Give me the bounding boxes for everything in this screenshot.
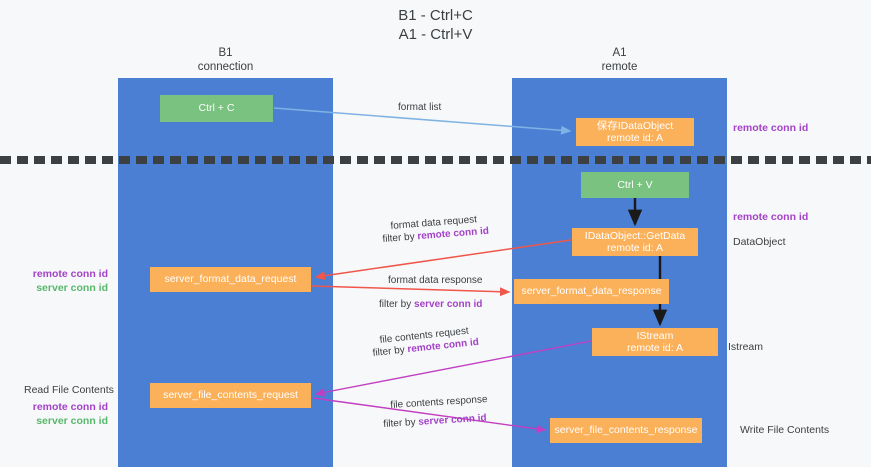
connector-file-contents-response: [312, 397, 547, 434]
box-server-file-contents-response-label: server_file_contents_response: [554, 424, 698, 437]
box-istream[interactable]: IStream remote id: A: [592, 328, 718, 356]
box-ctrl-c-label: Ctrl + C: [198, 102, 235, 115]
diagram-title-line-2: A1 - Ctrl+V: [398, 26, 473, 43]
right-label-remote-conn-id-top: remote conn id: [733, 122, 809, 134]
label-format-data-response: format data response: [388, 275, 483, 286]
left-label-conn-id-pair-1: remote conn id server conn id: [22, 268, 108, 295]
box-server-file-contents-response[interactable]: server_file_contents_response: [550, 418, 702, 443]
box-istream-line2: remote id: A: [626, 342, 684, 354]
box-server-file-contents-request-label: server_file_contents_request: [163, 389, 298, 402]
right-label-istream: Istream: [728, 341, 764, 353]
left-label-server-conn-id-2: server conn id: [36, 414, 108, 427]
box-save-idataobject-line2: remote id: A: [606, 132, 663, 144]
box-ctrl-c[interactable]: Ctrl + C: [160, 95, 273, 122]
label-format-data-response-filter-prefix: filter by: [379, 299, 415, 310]
right-label-write-file-contents: Write File Contents: [740, 424, 830, 436]
diagram-title: B1 - Ctrl+C A1 - Ctrl+V: [0, 6, 871, 44]
connector-format-data-request: [314, 239, 572, 281]
label-file-contents-request-filter-prefix: filter by: [372, 344, 409, 359]
box-idataobject-getdata-line2: remote id: A: [606, 242, 663, 254]
phase-divider: [0, 156, 871, 164]
connector-format-data-response: [311, 285, 511, 297]
left-label-read-file-contents: Read File Contents: [24, 384, 114, 396]
left-label-conn-id-pair-2: remote conn id server conn id: [22, 401, 108, 428]
label-format-data-response-filter-key: server conn id: [414, 299, 483, 310]
right-label-remote-conn-id-mid: remote conn id: [733, 211, 809, 223]
label-format-list: format list: [398, 102, 442, 113]
box-ctrl-v[interactable]: Ctrl + V: [581, 172, 689, 198]
lane-header-a1: A1 remote: [512, 47, 727, 74]
box-server-file-contents-request[interactable]: server_file_contents_request: [150, 383, 311, 408]
box-server-format-data-request[interactable]: server_format_data_request: [150, 267, 311, 292]
box-ctrl-v-label: Ctrl + V: [617, 178, 653, 191]
box-idataobject-getdata[interactable]: IDataObject::GetData remote id: A: [572, 228, 698, 256]
left-label-remote-conn-id-2: remote conn id: [32, 401, 108, 413]
label-file-contents-response-filter-prefix: filter by: [383, 416, 419, 430]
box-server-format-data-request-label: server_format_data_request: [164, 273, 297, 286]
box-idataobject-getdata-line1: IDataObject::GetData: [584, 229, 686, 242]
connector-format-list: [273, 107, 572, 135]
box-server-format-data-response-label: server_format_data_response: [521, 285, 662, 298]
lane-header-b1-name: B1: [218, 47, 233, 59]
lane-header-a1-name: A1: [612, 47, 627, 59]
lane-header-a1-sub: remote: [601, 60, 638, 73]
diagram-title-line-1: B1 - Ctrl+C: [398, 7, 473, 24]
left-label-remote-conn-id-1: remote conn id: [32, 268, 108, 280]
connector-file-contents-request: [314, 340, 592, 397]
box-server-format-data-response[interactable]: server_format_data_response: [514, 279, 669, 304]
box-istream-line1: IStream: [636, 329, 674, 342]
label-format-data-request-filter-prefix: filter by: [382, 231, 418, 245]
right-label-data-object: DataObject: [733, 236, 786, 248]
lane-header-b1-sub: connection: [197, 60, 254, 73]
left-label-server-conn-id-1: server conn id: [36, 281, 108, 294]
box-save-idataobject[interactable]: 保存IDataObject remote id: A: [576, 118, 694, 146]
label-format-data-response-filter: filter by server conn id: [379, 298, 482, 311]
box-save-idataobject-line1: 保存IDataObject: [596, 119, 674, 132]
lane-header-b1: B1 connection: [118, 47, 333, 74]
